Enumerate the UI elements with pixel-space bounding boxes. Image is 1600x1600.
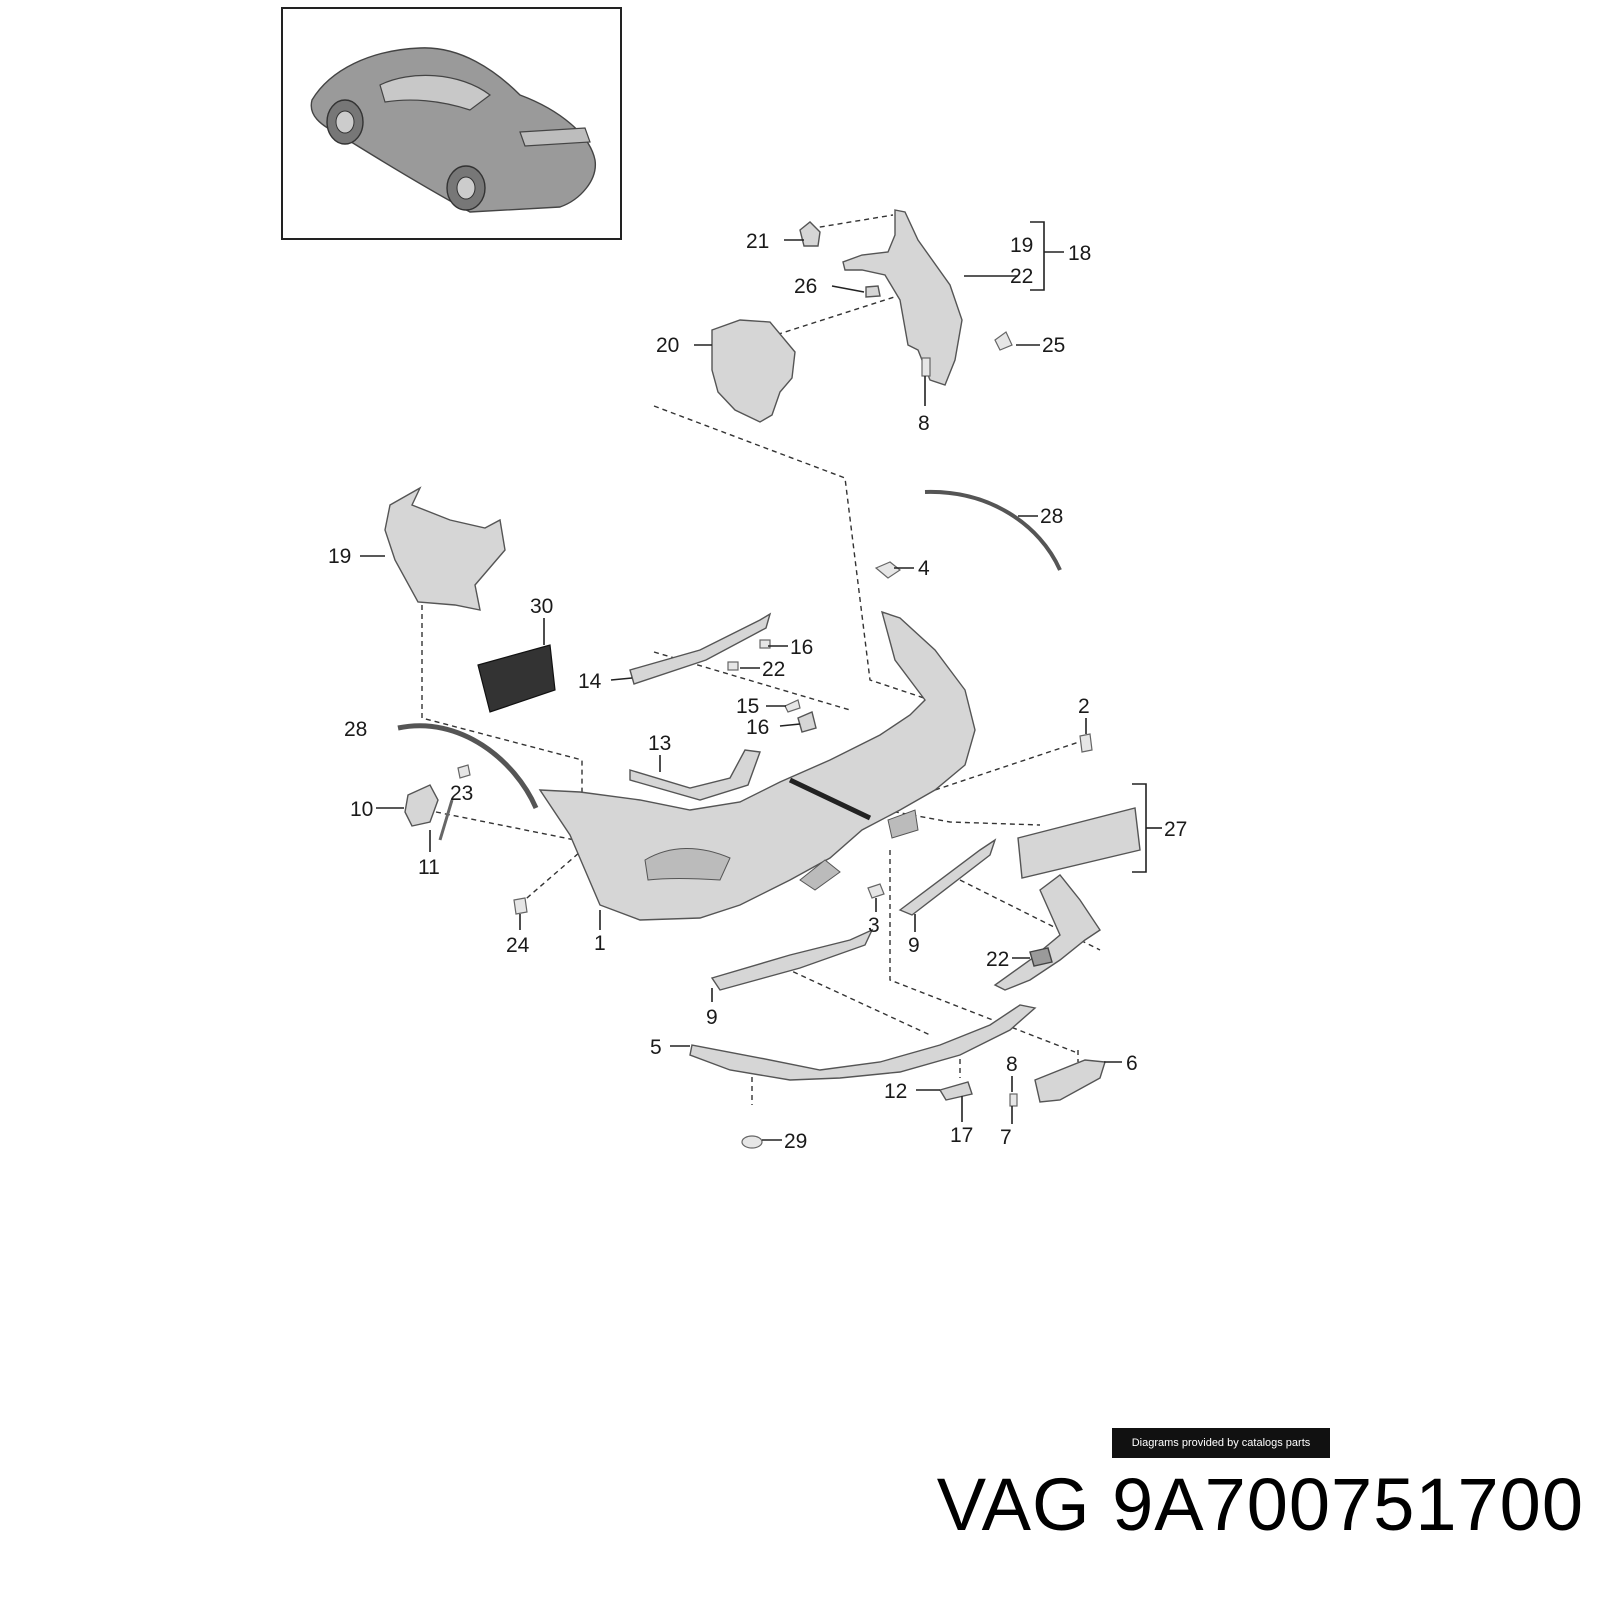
callout-19-lower: 19 — [328, 545, 351, 568]
callout-16-lower: 16 — [746, 716, 769, 739]
guide-13 — [629, 749, 761, 801]
parts — [384, 209, 1141, 1149]
clip-21 — [799, 221, 821, 247]
callout-17: 17 — [950, 1124, 973, 1147]
callout-13: 13 — [648, 732, 671, 755]
trim-9-right — [898, 838, 997, 916]
trim-strip-28-upper — [924, 489, 1062, 571]
side-panel-right — [993, 874, 1101, 991]
callout-4: 4 — [918, 557, 930, 580]
callout-21: 21 — [746, 230, 769, 253]
callout-9-right: 9 — [908, 934, 920, 957]
callout-28-upper: 28 — [1040, 505, 1063, 528]
callout-numbers: 21 19 18 26 22 25 20 8 28 19 4 30 16 14 … — [328, 230, 1187, 1153]
clip-23 — [457, 764, 471, 779]
callout-27: 27 — [1164, 818, 1187, 841]
bracket-assembly-18 — [842, 209, 963, 386]
callout-22-mid: 22 — [762, 658, 785, 681]
screw-24 — [513, 897, 528, 915]
callout-8-lower: 8 — [1006, 1053, 1018, 1076]
callout-14: 14 — [578, 670, 602, 693]
callout-11: 11 — [418, 856, 440, 879]
trim-strip-28-lower — [397, 723, 539, 810]
callout-1: 1 — [594, 932, 606, 955]
license-plate-holder-27 — [1017, 807, 1141, 879]
callout-30: 30 — [530, 595, 553, 618]
callout-7: 7 — [1000, 1126, 1012, 1149]
callout-29: 29 — [784, 1130, 807, 1153]
screw-8-upper — [921, 357, 931, 377]
screw-15 — [784, 699, 801, 713]
diffuser-5 — [689, 1004, 1037, 1081]
nut-26 — [865, 285, 881, 298]
screw-2 — [1079, 733, 1093, 753]
bracket-10 — [404, 784, 439, 827]
clip-3 — [867, 883, 885, 899]
clip-29 — [741, 1135, 763, 1149]
callout-6: 6 — [1126, 1052, 1138, 1075]
sticker-30 — [477, 644, 556, 713]
clip-16-upper — [759, 639, 771, 649]
bracket-20 — [711, 319, 796, 423]
callout-2: 2 — [1078, 695, 1090, 718]
screw-25 — [994, 331, 1013, 351]
callout-8-upper: 8 — [918, 412, 930, 435]
clip-16-lower — [797, 711, 817, 733]
part-number-label: VAG 9A700751700 — [936, 1463, 1584, 1546]
callout-3: 3 — [868, 914, 880, 937]
callout-20: 20 — [656, 334, 679, 357]
callout-9-left: 9 — [706, 1006, 718, 1029]
leader-lines — [360, 221, 1162, 1141]
bumper-cover-1 — [538, 610, 976, 921]
bracket-12 — [938, 1081, 973, 1101]
callout-24: 24 — [506, 934, 530, 957]
callout-22-upper: 22 — [1010, 265, 1033, 288]
callout-22-lower: 22 — [986, 948, 1009, 971]
bracket-19 — [384, 486, 506, 611]
screw-7 — [1009, 1093, 1018, 1107]
callout-19-upper: 19 — [1010, 234, 1033, 257]
callout-18: 18 — [1068, 242, 1091, 265]
guide-14 — [629, 612, 772, 685]
clip-22-lower — [1029, 947, 1053, 967]
bracket-6 — [1034, 1059, 1106, 1103]
callout-16-upper: 16 — [790, 636, 813, 659]
trim-11 — [438, 799, 454, 841]
callout-23: 23 — [450, 782, 473, 805]
callout-28-lower: 28 — [344, 718, 367, 741]
clip-22-mid — [727, 661, 739, 671]
trim-9-left — [710, 928, 874, 991]
clip-4 — [874, 561, 902, 579]
callout-10: 10 — [350, 798, 373, 821]
callout-15: 15 — [736, 695, 759, 718]
callout-25: 25 — [1042, 334, 1065, 357]
callout-26: 26 — [794, 275, 817, 298]
credit-banner: Diagrams provided by catalogs parts — [1112, 1428, 1330, 1458]
callout-5: 5 — [650, 1036, 662, 1059]
car-overview-inset — [281, 7, 622, 240]
callout-12: 12 — [884, 1080, 907, 1103]
